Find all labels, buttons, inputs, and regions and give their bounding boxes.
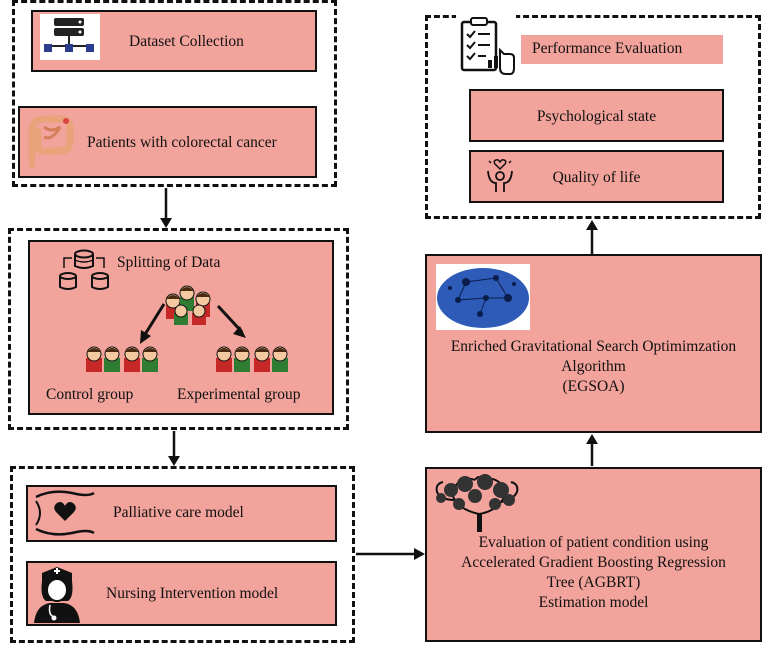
nurse-icon	[34, 567, 80, 623]
palliative-label: Palliative care model	[113, 504, 244, 521]
egsoa-line-1: Enriched Gravitational Search Optimimzat…	[450, 338, 737, 355]
splitting-title: Splitting of Data	[117, 254, 221, 271]
database-split-icon	[59, 249, 109, 290]
performance-title-box	[521, 35, 723, 64]
agbrt-line-3: Tree (AGBRT)	[546, 574, 641, 591]
performance-title: Performance Evaluation	[532, 40, 683, 57]
control-people-icon	[86, 346, 158, 372]
quality-box	[469, 150, 724, 203]
wellbeing-icon	[487, 159, 513, 192]
psychological-label: Psychological state	[536, 108, 657, 125]
splitting-box	[28, 240, 334, 415]
people-icon	[165, 285, 211, 325]
egsoa-line-3: (EGSOA)	[562, 378, 625, 395]
quality-label: Quality of life	[552, 169, 641, 186]
hand-heart-icon	[35, 490, 95, 536]
experimental-people-icon	[216, 346, 288, 372]
control-group-label: Control group	[46, 386, 134, 403]
egsoa-line-2: Algorithm	[561, 358, 626, 375]
tree-icon	[435, 474, 519, 532]
agbrt-line-1: Evaluation of patient condition using	[478, 534, 709, 551]
clipboard-icon	[456, 14, 516, 78]
split-arrows	[140, 303, 246, 344]
network-icon	[436, 264, 530, 330]
psychological-box	[469, 89, 724, 142]
agbrt-line-2: Accelerated Gradient Boosting Regression	[461, 554, 726, 571]
intestine-icon	[28, 115, 74, 169]
server-icon	[40, 14, 100, 60]
agbrt-line-4: Estimation model	[538, 594, 649, 611]
experimental-group-label: Experimental group	[177, 386, 301, 403]
nursing-label: Nursing Intervention model	[106, 585, 279, 602]
patients-label: Patients with colorectal cancer	[87, 134, 277, 151]
dataset-collection-label: Dataset Collection	[129, 33, 244, 50]
